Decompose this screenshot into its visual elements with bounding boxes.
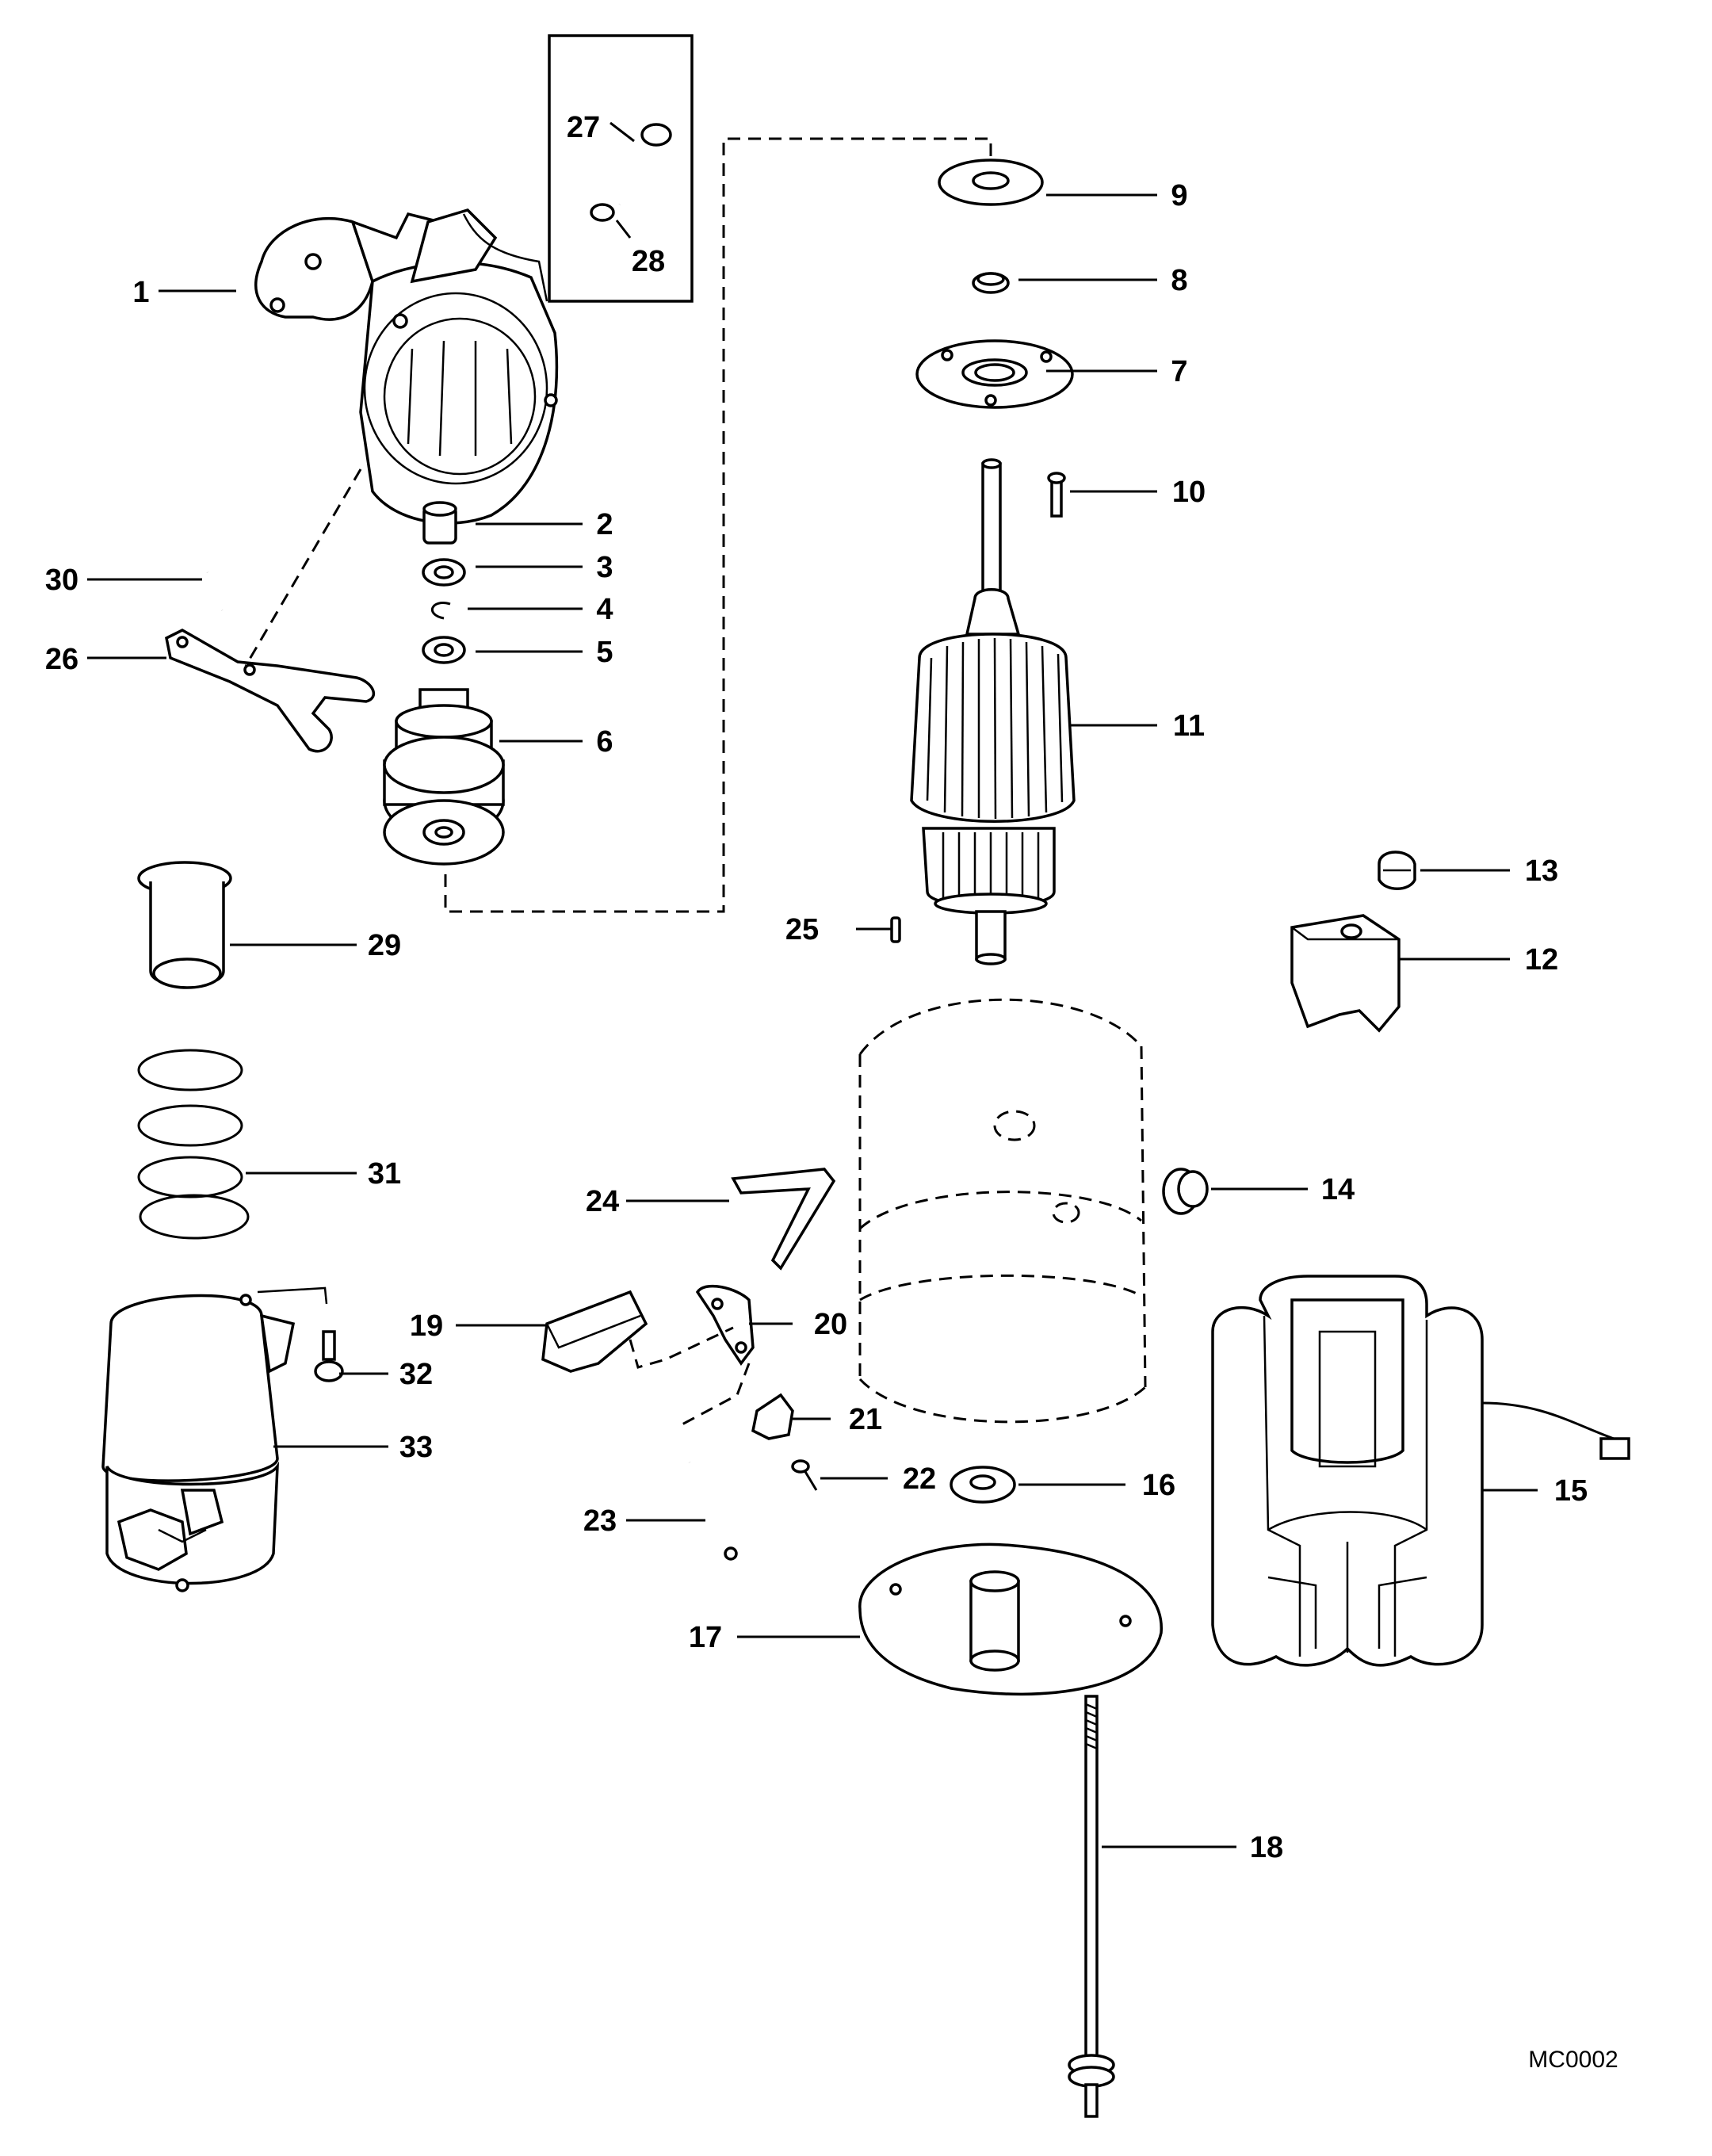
callout-23: 23 [583,1504,617,1538]
part-7-plate [915,339,1074,409]
part-20-brush-lead [695,1284,755,1367]
assembly-path [444,137,992,913]
callout-6: 6 [596,725,613,759]
callout-5: 5 [596,636,613,669]
part-14-grommet [1162,1168,1209,1215]
callout-16: 16 [1142,1469,1175,1502]
part-30-pin [206,571,224,611]
part-21-insulator [751,1393,794,1440]
part-19-brush [541,1290,648,1373]
part-18-thru-bolt [1068,1695,1115,2118]
callout-25: 25 [785,913,819,946]
callout-11: 11 [1173,709,1205,743]
callout-24: 24 [586,1185,619,1218]
part-6-drive-assembly [383,688,505,866]
callout-1: 1 [132,276,149,309]
callout-9: 9 [1171,179,1187,212]
part-1-drive-housing [254,208,559,525]
part-17-end-cap [858,1542,1163,1696]
part-3-collar [422,558,466,587]
callout-12: 12 [1525,943,1558,977]
part-15-boot [1211,1275,1630,1667]
callout-14: 14 [1321,1173,1355,1206]
callout-13: 13 [1525,854,1558,888]
part-13-screw [1378,851,1416,890]
part-29-bushing [137,861,232,989]
figure-code: MC0002 [1528,2047,1618,2073]
part-4-snap-ring [430,602,451,620]
inset-box [548,34,694,303]
callout-30: 30 [45,564,78,597]
part-24-brush-spring [731,1168,836,1271]
callout-17: 17 [689,1621,722,1654]
callout-15: 15 [1554,1474,1588,1508]
part-27-bolt [617,123,672,206]
callout-26: 26 [45,643,78,676]
part-23-pin [687,1461,738,1561]
part-11-armature [910,458,1076,965]
callout-32: 32 [399,1358,433,1391]
part-12-brush-holder [1290,914,1401,1033]
callout-10: 10 [1172,476,1206,509]
part-10-screw [1047,472,1066,518]
part-32-screw [314,1330,344,1382]
leader-lines [87,193,1538,1848]
part-9-washer [938,159,1044,206]
callout-18: 18 [1250,1831,1283,1864]
callout-4: 4 [596,593,613,626]
callout-7: 7 [1171,355,1187,388]
part-26-shift-lever [165,629,376,753]
part-28-washer [590,203,615,222]
callout-28: 28 [632,245,665,278]
callout-29: 29 [368,929,401,962]
callout-33: 33 [399,1431,433,1464]
callout-2: 2 [596,508,613,541]
callout-27: 27 [567,111,600,144]
part-25-key [890,916,901,943]
callout-19: 19 [410,1309,443,1343]
callout-3: 3 [596,551,613,584]
part-2-bushing [422,501,457,545]
callout-labels: 1 2 3 4 5 6 7 8 9 10 11 12 13 14 15 16 1… [45,111,1588,1864]
callout-21: 21 [849,1403,882,1436]
part-22-screw [791,1459,818,1491]
callout-20: 20 [814,1308,847,1341]
part-33-solenoid [101,1294,296,1592]
callout-31: 31 [368,1157,401,1191]
field-frame-phantom [858,998,1147,1424]
callout-22: 22 [903,1462,936,1496]
part-16-washer [950,1466,1016,1504]
part-5-collar [422,636,466,664]
part-8-bushing [972,272,1010,294]
callout-8: 8 [1171,264,1187,297]
part-31-spring [137,1049,250,1240]
